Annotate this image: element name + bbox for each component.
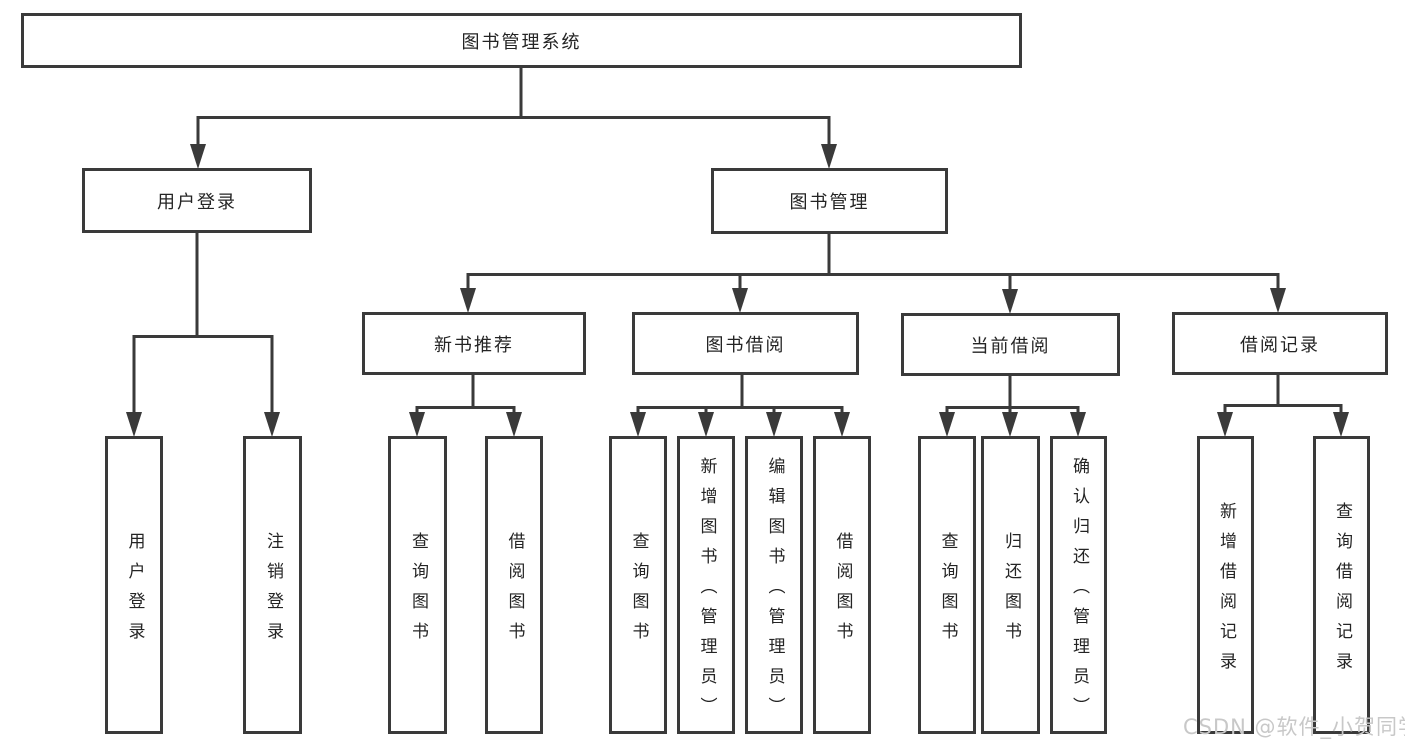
leaf-label: 查询图书 (937, 531, 958, 652)
node-borrow-records: 借阅记录 (1172, 312, 1388, 375)
leaf-add-borrow-record: 新增借阅记录 (1197, 436, 1254, 734)
node-label: 图书管理系统 (461, 31, 582, 53)
leaf-borrow-books: 借阅图书 (813, 436, 871, 734)
leaf-add-book-admin: 新增图书（管理员） (677, 436, 735, 734)
leaf-edit-book-admin: 编辑图书（管理员） (745, 436, 803, 734)
leaf-borrow-query-books: 查询图书 (609, 436, 667, 734)
leaf-current-query-books: 查询图书 (918, 436, 976, 734)
leaf-newbook-borrow-books: 借阅图书 (485, 436, 543, 734)
leaf-label: 用户登录 (124, 531, 145, 652)
leaf-newbook-query-books: 查询图书 (388, 436, 447, 734)
leaf-logout: 注销登录 (243, 436, 302, 734)
leaf-label: 新增借阅记录 (1216, 501, 1236, 682)
leaf-label: 查询图书 (408, 531, 428, 652)
leaf-label: 借阅图书 (832, 531, 853, 652)
node-book-borrow: 图书借阅 (632, 312, 859, 375)
node-label: 图书管理 (789, 192, 870, 213)
leaf-label: 查询借阅记录 (1332, 501, 1352, 682)
leaf-confirm-return-admin: 确认归还（管理员） (1050, 436, 1107, 734)
node-label: 图书借阅 (705, 334, 786, 356)
leaf-user-login: 用户登录 (105, 436, 163, 734)
node-book-management: 图书管理 (711, 168, 948, 234)
node-label: 当前借阅 (970, 335, 1051, 357)
node-user-login: 用户登录 (82, 168, 312, 233)
leaf-label: 注销登录 (263, 531, 283, 652)
leaf-label: 编辑图书（管理员） (764, 456, 785, 727)
leaf-label: 归还图书 (1001, 531, 1021, 652)
csdn-watermark: CSDN @软件_小贺同学 (1183, 715, 1405, 739)
node-new-book-recommend: 新书推荐 (362, 312, 586, 375)
leaf-label: 借阅图书 (504, 531, 525, 652)
leaf-label: 新增图书（管理员） (696, 456, 717, 727)
node-current-borrow: 当前借阅 (901, 313, 1120, 376)
node-label: 新书推荐 (434, 334, 514, 356)
leaf-query-borrow-record: 查询借阅记录 (1313, 436, 1370, 734)
node-label: 用户登录 (157, 191, 237, 213)
node-library-system: 图书管理系统 (21, 13, 1022, 68)
leaf-label: 确认归还（管理员） (1069, 456, 1089, 727)
node-label: 借阅记录 (1240, 334, 1320, 356)
leaf-label: 查询图书 (628, 531, 649, 652)
leaf-return-book: 归还图书 (981, 436, 1040, 734)
